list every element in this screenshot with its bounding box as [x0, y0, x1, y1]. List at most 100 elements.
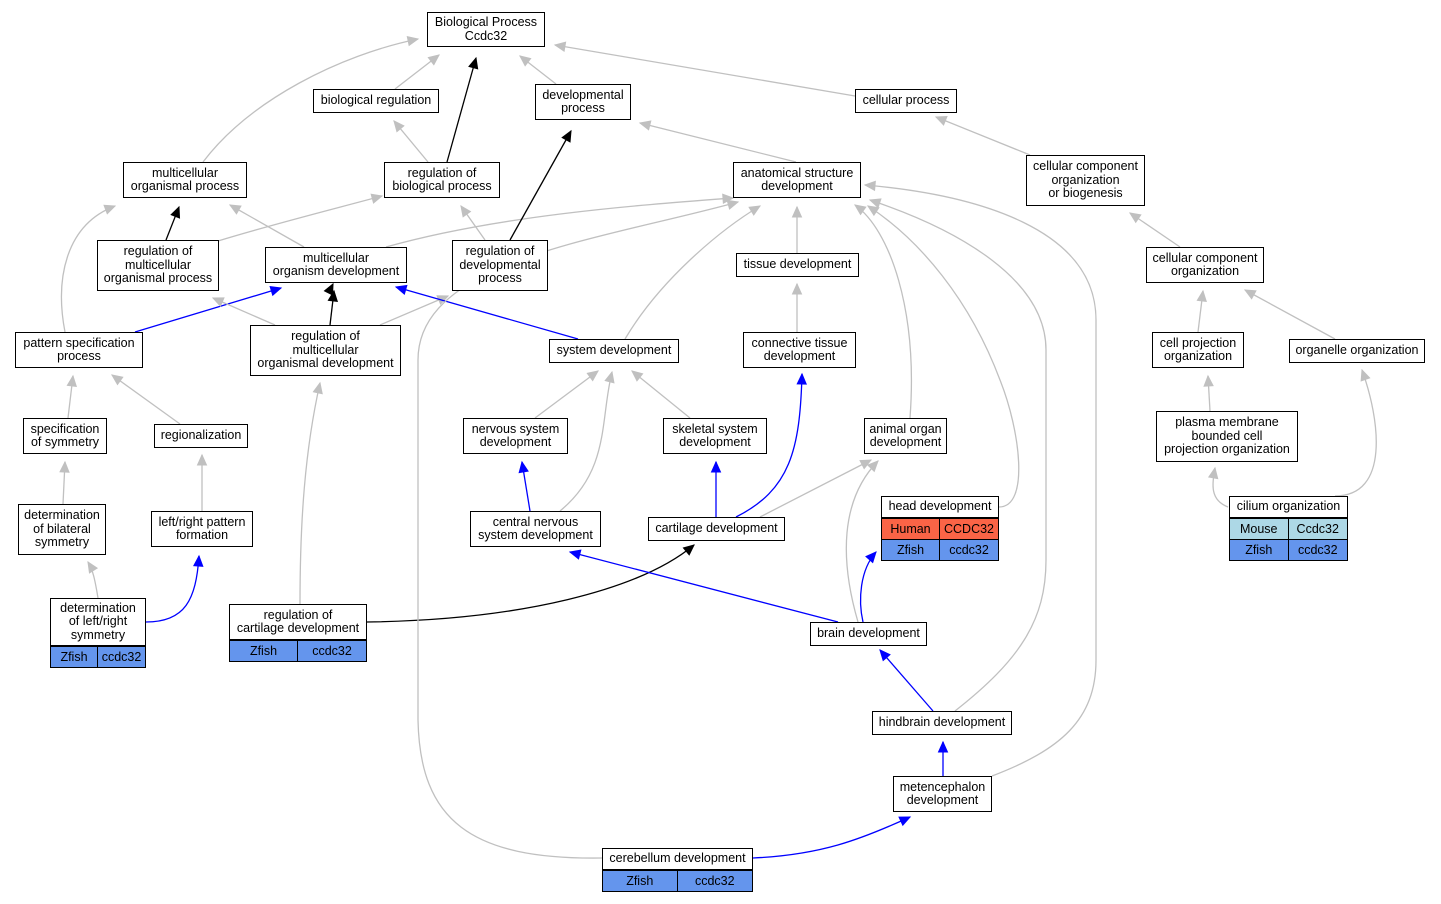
- node-anatomical-structure-development[interactable]: anatomical structure development: [733, 162, 861, 198]
- arrowhead-organelle-to-cco: [1243, 289, 1257, 300]
- annotation-species: Mouse: [1230, 518, 1289, 539]
- arrowhead-cartilage-to-skeletal: [710, 460, 722, 473]
- node-cerebellum-development[interactable]: cerebellum development: [602, 848, 753, 870]
- arrowhead-skeletal-to-sysdev: [631, 370, 644, 382]
- node-cellular-process[interactable]: cellular process: [855, 89, 957, 113]
- arrowhead-regdev-to-devproc: [561, 129, 572, 143]
- node-determination-of-bilateral-symmetry[interactable]: determination of bilateral symmetry: [18, 504, 106, 555]
- edge-asd-to-devproc: [639, 122, 797, 163]
- node-animal-organ-development[interactable]: animal organ development: [864, 418, 947, 454]
- node-cellular-component-organization[interactable]: cellular component organization: [1146, 247, 1264, 283]
- edge-regionalization-to-pattern: [111, 374, 181, 425]
- edge-hind-to-brain: [879, 649, 934, 712]
- arrowhead-meten-to-asd: [863, 180, 876, 192]
- edge-brain-to-organ: [845, 460, 879, 623]
- node-regulation-of-cartilage-development[interactable]: regulation of cartilage development: [229, 604, 367, 640]
- arrowhead-organ-to-asd: [854, 204, 867, 216]
- node-tissue-development[interactable]: tissue development: [736, 253, 859, 277]
- arrowhead-cartilage-to-organ: [859, 459, 873, 470]
- arrowhead-cco-to-ccob: [1128, 212, 1142, 224]
- arrowhead-pmbcp-to-cellproj: [1203, 374, 1214, 387]
- arrowhead-regdev-to-regbio: [460, 205, 472, 218]
- arrowhead-regmod-to-mcod-stub: [323, 282, 334, 296]
- arrowhead-head-to-asd: [866, 205, 880, 217]
- edge-head-to-asd: [867, 205, 1020, 508]
- arrowhead-hind-to-brain: [879, 649, 891, 662]
- node-central-nervous-system-development[interactable]: central nervous system development: [470, 511, 601, 547]
- arrowhead-mcod-to-mcop: [228, 204, 242, 215]
- node-system-development[interactable]: system development: [549, 339, 679, 363]
- annotation-gene: ccdc32: [98, 646, 145, 667]
- arrowhead-regmod-to-regmop: [211, 297, 225, 308]
- node-regionalization[interactable]: regionalization: [154, 424, 248, 448]
- edge-mcod-to-mcop: [229, 204, 305, 248]
- annotation-gene: ccdc32: [1288, 539, 1347, 560]
- node-biological-regulation[interactable]: biological regulation: [313, 89, 439, 113]
- node-regulation-of-multicellular-organismal-development[interactable]: regulation of multicellular organismal d…: [250, 325, 401, 376]
- node-developmental-process[interactable]: developmental process: [535, 84, 631, 120]
- edge-mcod-to-asd: [385, 197, 734, 248]
- node-connective-tissue-development[interactable]: connective tissue development: [743, 332, 856, 368]
- node-determination-of-left-right-symmetry[interactable]: determination of left/right symmetry: [50, 598, 146, 646]
- edge-meten-to-asd: [864, 184, 1097, 777]
- arrowhead-regmop-to-mcop: [170, 205, 181, 219]
- arrowhead-pattern-to-mcod: [269, 285, 283, 297]
- arrowhead-regionalization-to-pattern: [111, 374, 124, 386]
- annotation-gene: CCDC32: [940, 518, 998, 539]
- node-pattern-specification-process[interactable]: pattern specification process: [15, 332, 143, 368]
- node-plasma-membrane-bounded-cell-projection-organization[interactable]: plasma membrane bounded cell projection …: [1156, 411, 1298, 462]
- node-nervous-system-development[interactable]: nervous system development: [463, 418, 568, 454]
- node-specification-of-symmetry[interactable]: specification of symmetry: [23, 418, 107, 454]
- arrowhead-pattern-to-mcop: [103, 204, 117, 215]
- node-hindbrain-development[interactable]: hindbrain development: [872, 711, 1012, 735]
- node-cartilage-development[interactable]: cartilage development: [648, 517, 785, 541]
- edge-cns-to-sysdev: [559, 371, 613, 512]
- arrowhead-specsym-to-pattern: [66, 374, 77, 388]
- arrowhead-ccob-to-cellproc: [934, 116, 948, 126]
- edge-hind-to-asd: [869, 199, 1047, 712]
- node-multicellular-organism-development[interactable]: multicellular organism development: [265, 247, 407, 283]
- edge-cereb-to-meten: [752, 816, 911, 859]
- arrowhead-cellproj-to-cco: [1196, 289, 1207, 303]
- arrowhead-regmop-to-regbio: [370, 193, 384, 204]
- node-head-development[interactable]: head development: [881, 496, 999, 518]
- arrowhead-devproc-to-bp: [519, 55, 532, 67]
- node-biological-process-root[interactable]: Biological Process Ccdc32: [427, 12, 545, 47]
- node-cilium-organization[interactable]: cilium organization: [1229, 496, 1348, 518]
- node-cellular-component-organization-or-biogenesis[interactable]: cellular component organization or bioge…: [1026, 155, 1145, 206]
- arrowhead-sysdev-to-mcod: [394, 284, 408, 295]
- node-metencephalon-development[interactable]: metencephalon development: [893, 776, 992, 812]
- arrowhead-cellproc-to-bp: [553, 41, 567, 52]
- node-organelle-organization[interactable]: organelle organization: [1289, 339, 1425, 363]
- edge-detlr-to-lr: [145, 555, 200, 623]
- edge-skeletal-to-sysdev: [631, 370, 691, 419]
- arrowhead-asd-to-devproc: [638, 120, 652, 131]
- node-brain-development[interactable]: brain development: [810, 622, 927, 646]
- edge-nsd-to-sysdev: [534, 370, 599, 419]
- arrowhead-mcop-to-bp: [406, 35, 420, 47]
- node-cell-projection-organization[interactable]: cell projection organization: [1152, 332, 1244, 368]
- edge-brain-to-head: [859, 551, 877, 623]
- arrowhead-brain-to-organ: [866, 460, 879, 473]
- node-regulation-of-developmental-process[interactable]: regulation of developmental process: [452, 240, 548, 291]
- node-regulation-of-biological-process[interactable]: regulation of biological process: [384, 162, 500, 198]
- arrowhead-conn-to-tissue: [791, 282, 803, 295]
- node-regulation-of-multicellular-organismal-process[interactable]: regulation of multicellular organismal p…: [97, 240, 219, 291]
- arrowhead-cereb-to-asd: [726, 199, 740, 210]
- edge-regcart-to-cartilage: [366, 544, 695, 623]
- node-multicellular-organismal-process[interactable]: multicellular organismal process: [123, 162, 247, 198]
- arrowhead-cartilage-to-conn: [796, 372, 807, 385]
- arrowhead-detlr-to-detbil: [87, 560, 99, 574]
- arrowhead-cns-to-sysdev: [604, 370, 615, 384]
- node-left-right-pattern-formation[interactable]: left/right pattern formation: [151, 511, 253, 547]
- edge-cilium-to-organelle: [1334, 369, 1377, 497]
- annotation-species: Zfish: [603, 870, 678, 891]
- arrowhead-nsd-to-sysdev: [586, 370, 599, 382]
- arrowhead-cilium-to-organelle: [1360, 368, 1371, 382]
- node-skeletal-system-development[interactable]: skeletal system development: [663, 418, 767, 454]
